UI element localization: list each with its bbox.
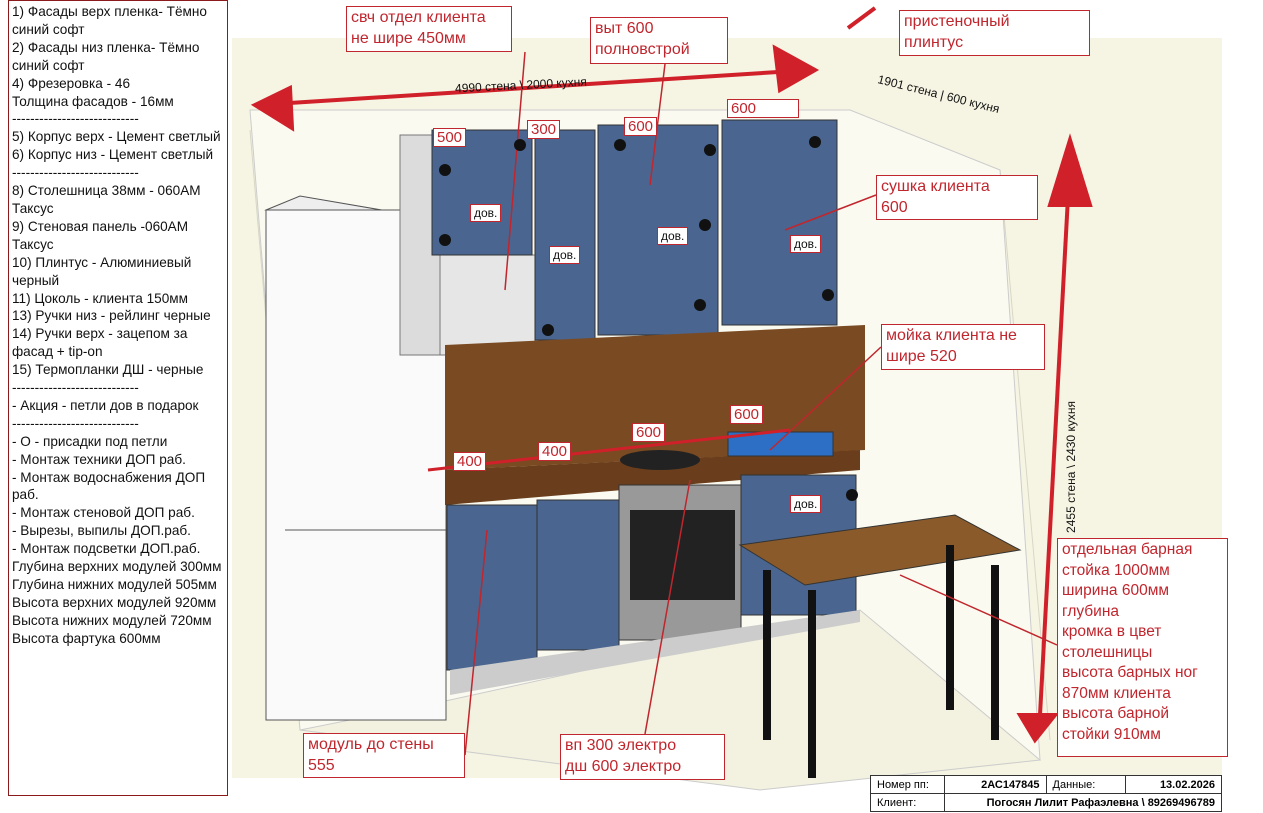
door-label: дов. <box>790 495 822 513</box>
door-label: дов. <box>470 204 502 222</box>
spec-line: - О - присадки под петли <box>12 433 168 449</box>
height-dimension: 2455 стена \ 2430 кухня <box>1063 401 1078 533</box>
door-label: дов. <box>549 246 581 264</box>
leader-lines <box>464 51 1058 756</box>
spec-line: 13) Ручки низ - рейлинг черные <box>12 308 211 324</box>
note-hood: выт 600 полновстрой <box>590 17 728 64</box>
door-label: дов. <box>790 235 822 253</box>
spec-line: - Вырезы, выпилы ДОП.раб. <box>12 523 191 539</box>
client-value: Погосян Лилит Рафаэлевна \ 89269496789 <box>944 793 1222 812</box>
spec-line: ---------------------------- <box>12 165 139 181</box>
spec-line: ---------------------------- <box>12 415 139 431</box>
dim-lower-400: 400 <box>453 452 487 471</box>
dim-upper-500: 500 <box>433 128 467 147</box>
spec-line: 5) Корпус верх - Цемент светлый <box>12 129 221 145</box>
hinge-dots <box>439 136 858 501</box>
spec-line: 9) Стеновая панель -060АМ Таксус <box>12 218 192 252</box>
note-dryer: сушка клиента 600 <box>876 175 1038 220</box>
dim-upper-300: 300 <box>527 120 561 139</box>
order-number-label: Номер пп: <box>869 775 946 794</box>
countertop <box>445 450 860 505</box>
spec-line: 1) Фасады верх пленка- Тёмно синий софт <box>12 4 211 37</box>
spec-line: - Монтаж водоснабжения ДОП раб. <box>12 469 209 503</box>
spec-line: 4) Фрезеровка - 46 <box>12 75 131 91</box>
dim-lower-600: 600 <box>632 423 666 442</box>
spec-line: 8) Столешница 38мм - 060АМ Таксус <box>12 183 205 216</box>
note-oven: вп 300 электро дш 600 электро <box>560 734 725 780</box>
date-label: Данные: <box>1045 775 1126 794</box>
spec-line: ---------------------------- <box>12 111 139 127</box>
dim-lower-400-2: 400 <box>538 442 572 461</box>
spec-line: Высота фартука 600мм <box>12 630 161 646</box>
dim-lower-600-2: 600 <box>730 405 764 424</box>
order-number: 2АС147845 <box>944 775 1047 794</box>
spec-line: 15) Термопланки ДШ - черные <box>12 362 204 378</box>
spec-line: Глубина верхних модулей 300мм <box>12 559 222 575</box>
note-bar-counter: отдельная барная стойка 1000мм ширина 60… <box>1057 538 1228 757</box>
spec-line: Высота верхних модулей 920мм <box>12 594 217 610</box>
dimension-arrows <box>250 6 1093 744</box>
note-module: модуль до стены 555 <box>303 733 465 778</box>
hob <box>620 450 700 470</box>
door-label: дов. <box>657 227 689 245</box>
spec-line: - Монтаж стеновой ДОП раб. <box>12 505 195 521</box>
note-microwave: свч отдел клиента не шире 450мм <box>346 6 512 52</box>
spec-line: - Монтаж техники ДОП раб. <box>12 451 186 467</box>
spec-line: 2) Фасады низ пленка- Тёмно синий софт <box>12 39 204 73</box>
spec-line: 10) Плинтус - Алюминиевый черный <box>12 254 196 288</box>
note-sink: мойка клиента не шире 520 <box>881 324 1045 370</box>
note-plinth: пристеночный плинтус <box>899 10 1090 56</box>
client-label: Клиент: <box>869 793 946 812</box>
spec-line: - Акция - петли дов в подарок <box>12 397 199 413</box>
upper-cabinets <box>399 119 838 356</box>
spec-line: Высота нижних модулей 720мм <box>12 612 212 628</box>
date-value: 13.02.2026 <box>1124 775 1223 794</box>
spec-line: Толщина фасадов - 16мм <box>12 93 174 109</box>
spec-line: Глубина нижних модулей 505мм <box>12 577 217 592</box>
bar-counter <box>738 514 1022 778</box>
spec-line: 14) Ручки верх - зацепом за фасад + tip-… <box>12 326 192 360</box>
spec-line: - Монтаж подсветки ДОП.раб. <box>12 541 201 557</box>
spec-line: 11) Цоколь - клиента 150мм <box>12 290 188 306</box>
dim-upper-600-2: 600 <box>727 99 799 118</box>
dim-upper-600: 600 <box>624 117 658 136</box>
spec-line: 6) Корпус низ - Цемент светлый <box>12 147 214 163</box>
spec-line: ---------------------------- <box>12 380 139 396</box>
